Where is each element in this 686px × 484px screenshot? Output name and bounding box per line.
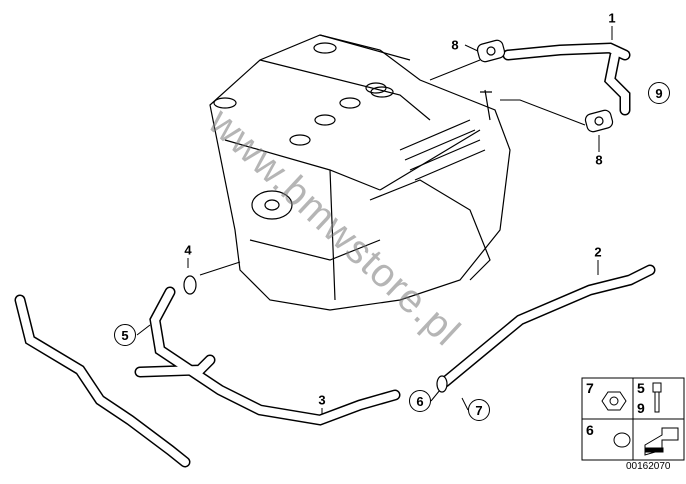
- legend-bolt-number-9: 9: [637, 400, 645, 416]
- callout-3[interactable]: 3: [318, 392, 326, 408]
- legend-box: [581, 377, 685, 461]
- callout-7[interactable]: 7: [468, 399, 490, 421]
- engine-block: [209, 34, 511, 311]
- callout-8-bottom[interactable]: 8: [595, 152, 603, 168]
- callout-6[interactable]: 6: [409, 390, 431, 412]
- diagram-code: 00162070: [626, 461, 671, 472]
- callout-2[interactable]: 2: [594, 244, 602, 260]
- legend-bolt-number-5: 5: [637, 380, 645, 396]
- callout-9[interactable]: 9: [648, 82, 670, 104]
- legend-nut-number: 7: [586, 380, 594, 396]
- callout-1[interactable]: 1: [608, 10, 616, 26]
- leader-lines: [136, 26, 613, 425]
- gaskets: [183, 39, 614, 393]
- legend-clamp-number: 6: [586, 422, 594, 438]
- callout-5[interactable]: 5: [114, 324, 136, 346]
- callout-8-top[interactable]: 8: [451, 37, 459, 53]
- callout-4[interactable]: 4: [184, 242, 192, 258]
